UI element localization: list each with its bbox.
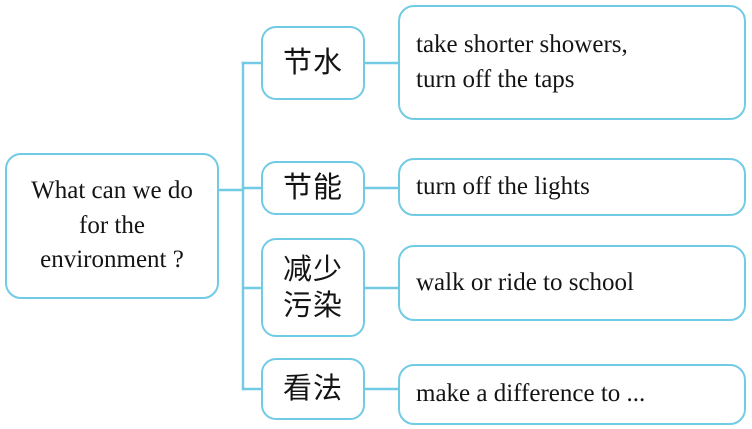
detail-node-1-label: take shorter showers, turn off the taps (416, 28, 728, 97)
root-node-label: What can we do for the environment ? (17, 174, 207, 278)
detail-node-1-line-2: turn off the taps (416, 65, 575, 93)
detail-node-4[interactable]: make a difference to ... (398, 364, 746, 425)
topic-node-1-label: 节水 (283, 45, 343, 80)
detail-node-4-line-1: make a difference to ... (416, 380, 646, 408)
root-line-1: What can we (31, 177, 162, 205)
topic-node-2-line-1: 节能 (282, 170, 343, 205)
detail-node-3-line-1: walk or ride to school (416, 268, 635, 296)
topic-node-1[interactable]: 节水 (261, 26, 365, 100)
topic-node-1-line-1: 节水 (282, 45, 343, 80)
detail-node-4-label: make a difference to ... (416, 377, 728, 412)
root-node[interactable]: What can we do for the environment ? (5, 153, 219, 299)
topic-node-4[interactable]: 看法 (261, 358, 365, 420)
detail-node-1-line-1: take shorter showers, (416, 31, 628, 58)
detail-node-1[interactable]: take shorter showers, turn off the taps (398, 5, 746, 120)
detail-node-2-line-1: turn off the lights (416, 172, 590, 200)
topic-node-2[interactable]: 节能 (261, 161, 365, 215)
topic-node-3-line-2: 污染 (282, 287, 343, 322)
topic-node-4-label: 看法 (283, 371, 343, 406)
detail-node-3-label: walk or ride to school (416, 266, 728, 301)
detail-node-3[interactable]: walk or ride to school (398, 245, 746, 321)
topic-node-2-label: 节能 (283, 170, 343, 205)
topic-node-3-label: 减少 污染 (283, 252, 343, 323)
detail-node-2[interactable]: turn off the lights (398, 158, 746, 216)
root-line-2: do for the (79, 177, 193, 239)
topic-node-4-line-1: 看法 (282, 371, 343, 406)
topic-node-3[interactable]: 减少 污染 (261, 238, 365, 337)
root-line-3: environment ? (40, 246, 184, 274)
topic-node-3-line-1: 减少 (282, 252, 343, 287)
detail-node-2-label: turn off the lights (416, 170, 728, 205)
